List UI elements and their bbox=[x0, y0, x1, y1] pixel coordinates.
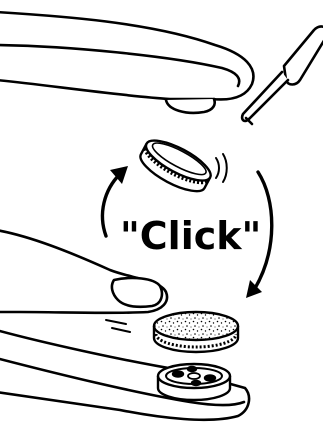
click-callout: "Click" bbox=[120, 214, 261, 258]
filter-disc bbox=[154, 312, 238, 352]
cap-disc bbox=[135, 133, 215, 199]
motion-lines bbox=[216, 154, 227, 182]
upper-arm-shape bbox=[0, 12, 253, 113]
socket-disc bbox=[158, 364, 230, 400]
